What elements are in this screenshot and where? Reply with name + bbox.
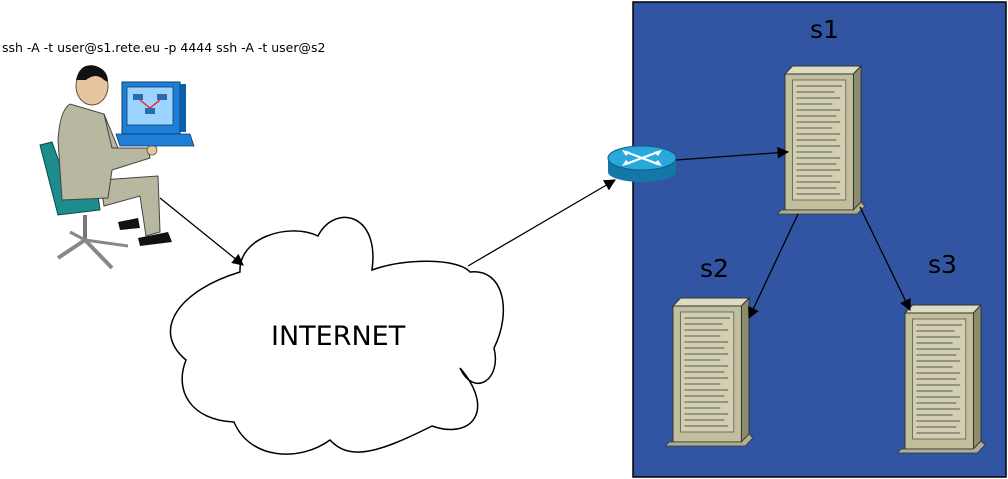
cloud-label: INTERNET bbox=[271, 321, 406, 352]
server-label-s3: s3 bbox=[928, 250, 957, 279]
arrow-user-to-internet bbox=[159, 197, 244, 266]
server-label-s1: s1 bbox=[810, 15, 839, 44]
ssh-command-text: ssh -A -t user@s1.rete.eu -p 4444 ssh -A… bbox=[2, 40, 325, 55]
arrow-s1-to-s3 bbox=[859, 206, 911, 312]
arrow-s1-to-s2 bbox=[748, 213, 799, 320]
server-s2-icon bbox=[664, 297, 754, 447]
user-at-computer-icon bbox=[39, 65, 195, 270]
arrow-router-to-s1 bbox=[675, 146, 790, 161]
arrow-internet-to-router bbox=[467, 179, 617, 267]
cloud-icon bbox=[169, 216, 505, 455]
router-icon bbox=[607, 145, 677, 182]
server-s1-icon bbox=[776, 65, 866, 215]
server-s3-icon bbox=[896, 304, 986, 454]
server-label-s2: s2 bbox=[700, 254, 729, 283]
